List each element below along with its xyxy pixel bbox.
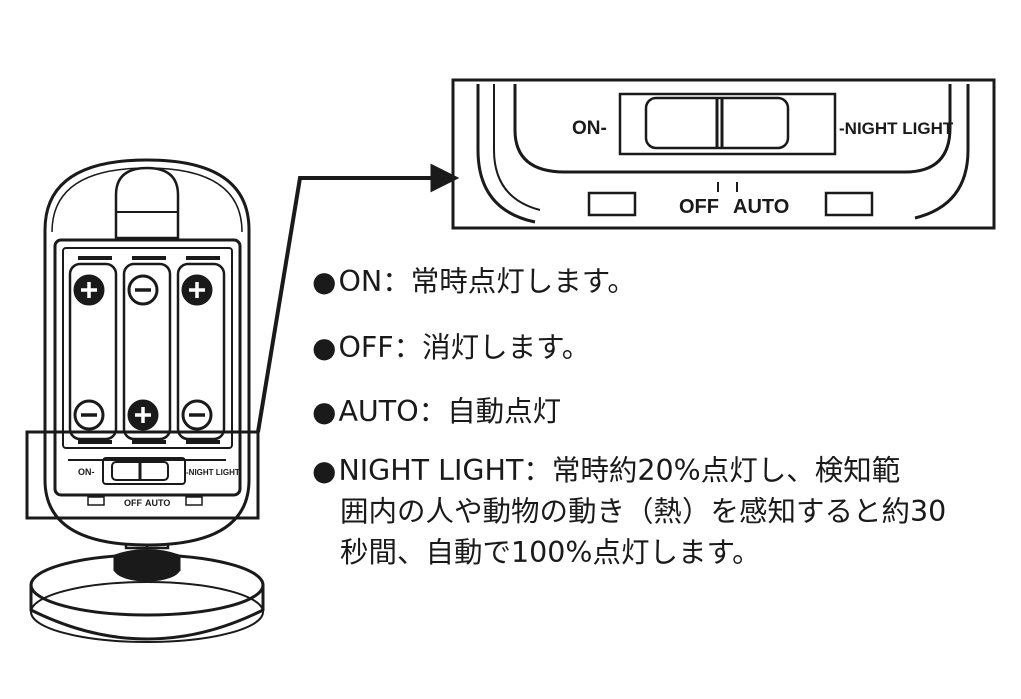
callout-arrow-line <box>256 176 438 433</box>
minus-icon <box>181 399 213 431</box>
desc-auto-text: AUTO：自動点灯 <box>338 395 562 428</box>
label-on: ON- <box>572 118 607 139</box>
bullet-icon: ● <box>312 331 337 364</box>
desc-on: ●ON：常時点灯します。 <box>312 262 1012 302</box>
label-night-small: -NIGHT LIGHT <box>186 468 240 477</box>
desc-off-text: OFF：消灯します。 <box>338 331 591 364</box>
plus-icon <box>181 274 213 306</box>
label-off-small: OFF <box>124 498 142 508</box>
label-off: OFF <box>679 196 719 218</box>
bullet-icon: ● <box>312 265 337 298</box>
plus-icon <box>127 399 159 431</box>
desc-auto: ●AUTO：自動点灯 <box>312 392 1012 432</box>
desc-on-text: ON：常時点灯します。 <box>338 265 636 298</box>
label-auto: AUTO <box>733 196 789 218</box>
device-switch <box>87 457 203 506</box>
plus-icon <box>73 274 105 306</box>
minus-icon <box>73 399 105 431</box>
sensor-knob <box>114 166 180 240</box>
desc-night-line-2: 囲内の人や動物の動き（熱）を感知すると約30 <box>340 495 947 528</box>
desc-night-line-1: NIGHT LIGHT：常時約20%点灯し、検知範 <box>338 454 901 487</box>
label-auto-small: AUTO <box>145 498 170 508</box>
arrow-head-icon <box>430 163 460 193</box>
zoom-inset <box>451 78 996 230</box>
desc-night-light: ●NIGHT LIGHT：常時約20%点灯し、検知範 囲内の人や動物の動き（熱）… <box>312 450 1012 573</box>
label-on-small: ON- <box>78 467 95 477</box>
label-night-light: -NIGHT LIGHT <box>839 119 954 138</box>
desc-night-line-3: 秒間、自動で100%点灯します。 <box>340 536 761 569</box>
desc-off: ●OFF：消灯します。 <box>312 328 1012 368</box>
highlight-box <box>25 430 260 520</box>
bullet-icon: ● <box>312 395 337 428</box>
battery-compartment <box>53 238 242 497</box>
minus-icon <box>127 274 159 306</box>
bullet-icon: ● <box>312 454 337 487</box>
